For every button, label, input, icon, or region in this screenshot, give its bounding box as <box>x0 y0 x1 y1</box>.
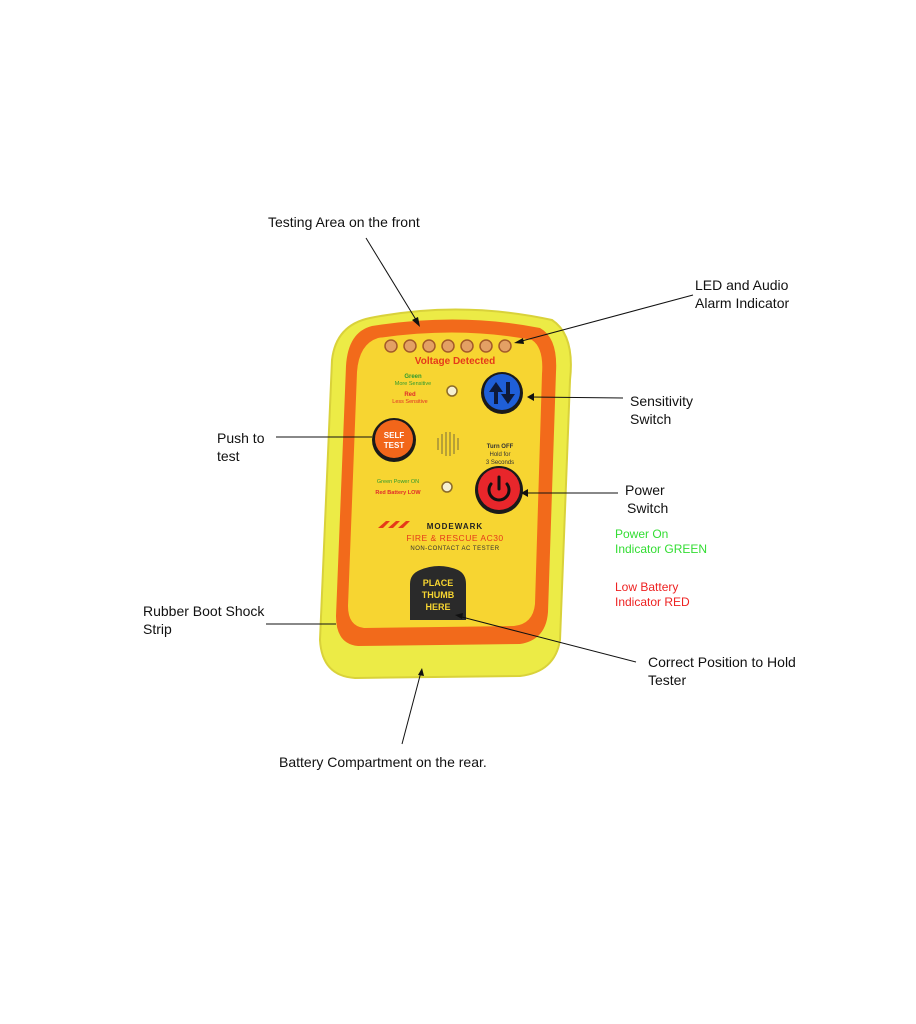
sensitivity-led <box>446 385 458 397</box>
callout-power-switch: Power Switch <box>625 481 668 517</box>
power-on-note: Power On Indicator GREEN <box>615 527 707 557</box>
up-arrow-icon <box>489 382 503 404</box>
leader-correct-position <box>457 615 637 663</box>
led <box>422 339 436 353</box>
callout-correct-position: Correct Position to Hold Tester <box>648 653 796 689</box>
svg-text:MODEWARK: MODEWARK <box>427 522 483 531</box>
sensitivity-red-label: Red <box>404 392 416 398</box>
brand-logo: MODEWARK <box>378 521 483 531</box>
arrowhead-led-alarm <box>514 338 524 344</box>
arrowhead-sensitivity <box>527 393 534 401</box>
led <box>441 339 455 353</box>
callout-sensitivity: Sensitivity Switch <box>630 392 693 428</box>
thumb-line3: HERE <box>425 602 450 612</box>
self-test-line1: SELF <box>384 431 405 440</box>
power-on-note-line1: Power On <box>615 527 669 541</box>
callout-rubber-boot-line1: Rubber Boot Shock <box>143 603 265 619</box>
turn-off-line3: 3 Seconds <box>486 460 514 466</box>
low-battery-note: Low Battery Indicator RED <box>615 580 690 610</box>
callout-correct-position-line1: Correct Position to Hold <box>648 654 796 670</box>
callout-power-switch-line2: Switch <box>627 500 669 516</box>
leader-battery <box>401 671 422 745</box>
leader-testing-area <box>365 237 419 324</box>
sensitivity-switch[interactable] <box>481 372 523 414</box>
callout-power-switch-line1: Power <box>625 482 665 498</box>
callout-sensitivity-line1: Sensitivity <box>630 393 694 409</box>
battery-low-label: Red Battery LOW <box>375 490 421 496</box>
led <box>498 339 512 353</box>
power-led <box>441 481 453 493</box>
turn-off-line1: Turn OFF <box>487 444 514 450</box>
arrowhead-testing-area <box>412 317 420 327</box>
led <box>479 339 493 353</box>
product-subtitle: NON-CONTACT AC TESTER <box>410 546 499 552</box>
sensitivity-less-label: Less Sensitive <box>392 399 427 405</box>
arrowhead-battery <box>418 668 424 676</box>
led <box>403 339 417 353</box>
thumb-line2: THUMB <box>422 590 455 600</box>
power-button[interactable] <box>475 466 523 514</box>
callout-correct-position-line2: Tester <box>648 672 687 688</box>
callout-led-alarm: LED and Audio Alarm Indicator <box>695 276 789 312</box>
arrowhead-power <box>521 489 528 497</box>
leader-lines <box>266 237 694 745</box>
sensitivity-more-label: More Sensitive <box>395 381 431 387</box>
down-arrow-icon <box>501 382 515 404</box>
power-on-label: Green Power ON <box>377 479 419 485</box>
sensitivity-green-label: Green <box>404 374 422 380</box>
led-row <box>384 339 512 353</box>
speaker-grille <box>437 432 459 456</box>
callout-sensitivity-line2: Switch <box>630 411 672 427</box>
leader-sensitivity <box>529 396 624 399</box>
thumb-line1: PLACE <box>423 578 454 588</box>
power-icon <box>487 482 511 502</box>
callout-led-alarm-line2: Alarm Indicator <box>695 295 790 311</box>
arrowhead-correct-position <box>455 613 463 619</box>
led <box>460 339 474 353</box>
callout-push-to-test-line2: test <box>217 448 240 464</box>
callout-push-to-test-line1: Push to <box>217 430 265 446</box>
callout-battery: Battery Compartment on the rear. <box>279 753 487 771</box>
self-test-line2: TEST <box>384 441 405 450</box>
self-test-button[interactable]: SELF TEST <box>372 418 416 462</box>
callout-push-to-test: Push to test <box>217 429 264 465</box>
led <box>384 339 398 353</box>
low-battery-note-line1: Low Battery <box>615 580 679 594</box>
callout-rubber-boot: Rubber Boot Shock Strip <box>143 602 264 638</box>
callout-rubber-boot-line2: Strip <box>143 621 172 637</box>
power-on-note-line2: Indicator GREEN <box>615 542 708 556</box>
product-name: FIRE & RESCUE AC30 <box>406 533 503 543</box>
callout-led-alarm-line1: LED and Audio <box>695 277 789 293</box>
voltage-detected-label: Voltage Detected <box>415 356 495 367</box>
callout-testing-area: Testing Area on the front <box>268 213 420 231</box>
thumb-area: PLACE THUMB HERE <box>410 566 466 620</box>
turn-off-line2: Hold for <box>489 452 510 458</box>
low-battery-note-line2: Indicator RED <box>615 595 690 609</box>
callout-battery-text: Battery Compartment on the rear. <box>279 754 487 770</box>
callout-testing-area-text: Testing Area on the front <box>268 214 420 230</box>
leader-led-alarm <box>517 294 694 343</box>
